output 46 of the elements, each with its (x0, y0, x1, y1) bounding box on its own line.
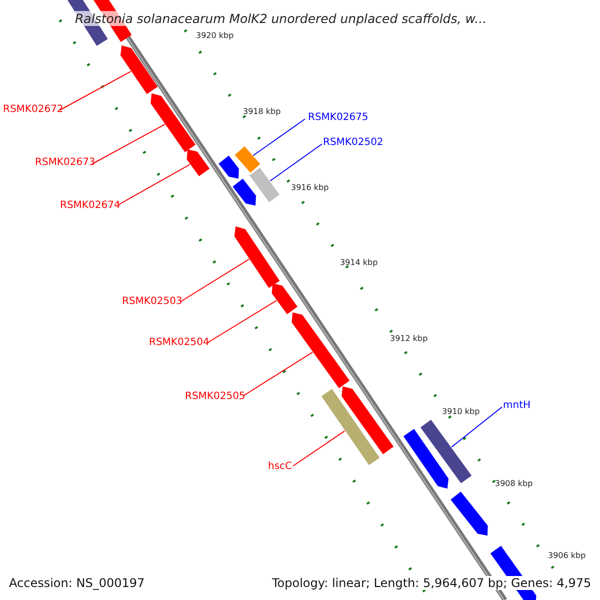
gene-feature (292, 312, 350, 388)
gene-label: RSMK02674 (60, 200, 120, 212)
scale-label: 3916 kbp (291, 183, 329, 193)
leader-line (270, 144, 322, 182)
leader-line (180, 258, 250, 302)
scale-label: 3918 kbp (243, 107, 281, 117)
leader-line (242, 352, 314, 396)
gene-feature (250, 168, 280, 202)
gene-feature (150, 93, 196, 152)
info-text: Topology: linear; Length: 5,964,607 bp; Genes: 4,975 (272, 576, 592, 590)
leader-line (451, 406, 502, 448)
gene-label: hscC (268, 461, 292, 473)
gene-feature (186, 149, 210, 176)
gene-feature (120, 45, 158, 94)
gene-label: RSMK02673 (35, 157, 96, 169)
scale-label: 3920 kbp (196, 31, 234, 41)
gene-feature (321, 388, 380, 466)
leader-line (252, 118, 306, 156)
gene-feature (342, 386, 394, 454)
gene-feature (403, 428, 449, 489)
gene-label: RSMK02503 (122, 296, 182, 308)
leader-line (118, 164, 190, 206)
gene-label: mntH (503, 400, 531, 412)
info-text: Accession: NS_000197 (9, 576, 145, 590)
scale-label: 3912 kbp (390, 334, 428, 344)
leader-line (92, 124, 166, 164)
gene-feature (218, 156, 239, 179)
leader-line (60, 70, 132, 110)
gene-label: RSMK02502 (323, 137, 384, 149)
scale-label: 3908 kbp (495, 479, 533, 489)
gene-label: RSMK02672 (3, 104, 64, 116)
gene-feature (232, 178, 256, 206)
gene-feature (234, 146, 260, 173)
gene-label: RSMK02504 (149, 337, 210, 349)
leader-line (206, 300, 277, 344)
scale-label: 3914 kbp (340, 258, 378, 268)
scale-label: 3910 kbp (442, 407, 480, 417)
gene-feature (450, 492, 488, 536)
gene-feature (420, 420, 472, 484)
title: Ralstonia solanacearum MolK2 unordered unplaced scaffolds, w... (75, 11, 487, 26)
leader-line (292, 430, 346, 466)
gene-feature (272, 283, 298, 314)
scale-label: 3906 kbp (548, 551, 586, 561)
gene-label: RSMK02505 (185, 391, 246, 403)
gene-feature (234, 226, 280, 288)
gene-label: RSMK02675 (308, 112, 368, 124)
